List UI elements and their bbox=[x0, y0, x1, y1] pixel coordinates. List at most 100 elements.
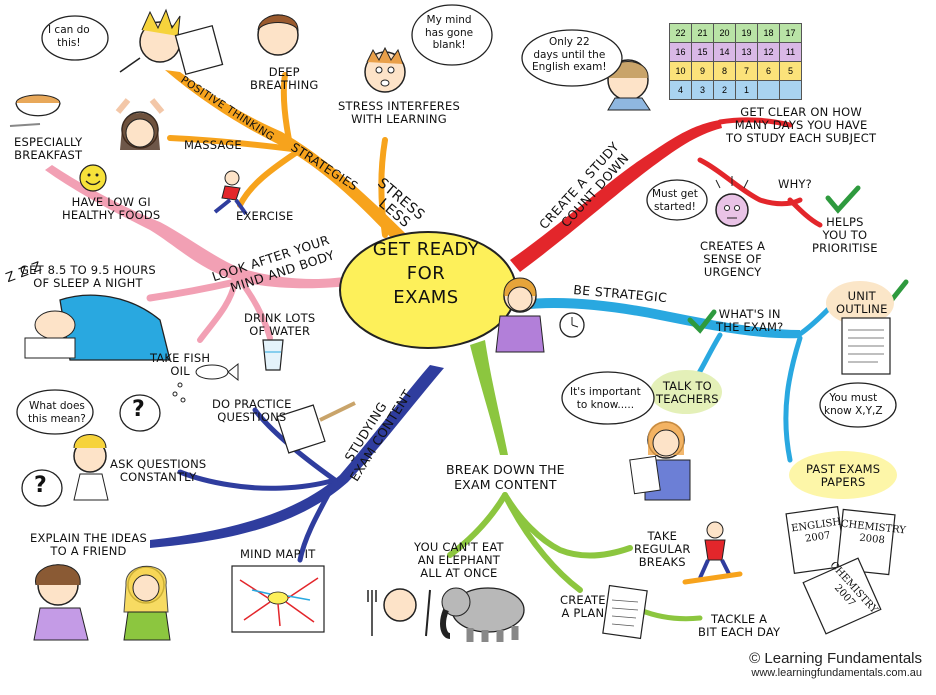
calendar-cell: 12 bbox=[757, 42, 780, 62]
calendar-cell: 19 bbox=[735, 23, 758, 43]
boy-confident-illustration bbox=[119, 8, 224, 76]
label-line: DRINK LOTS bbox=[244, 311, 316, 325]
check-icon bbox=[687, 309, 717, 334]
bubble-line: Must get bbox=[652, 188, 698, 200]
center-line-1: GET READY bbox=[372, 239, 480, 260]
credit-url: www.learningfundamentals.com.au bbox=[751, 667, 922, 679]
calendar-cell: 15 bbox=[691, 42, 714, 62]
why-label: WHY? bbox=[778, 177, 812, 191]
bubble-line: this! bbox=[57, 36, 81, 49]
bubble-line: started! bbox=[654, 200, 696, 213]
branch-studying bbox=[150, 365, 444, 548]
bubble-can-do bbox=[41, 15, 109, 61]
title-line: BREAK DOWN THE bbox=[446, 462, 565, 477]
label-line: ESPECIALLY bbox=[14, 135, 83, 149]
calendar-cell: 22 bbox=[669, 23, 692, 43]
bubble-line: I can do bbox=[48, 24, 90, 36]
center-title: GET READY FOR EXAMS bbox=[347, 238, 505, 310]
branch-countdown bbox=[510, 120, 722, 272]
label-line: OF SLEEP A NIGHT bbox=[33, 276, 143, 290]
calendar-cell: 20 bbox=[713, 23, 736, 43]
label-line: AN ELEPHANT bbox=[417, 553, 501, 567]
calendar-cell: 14 bbox=[713, 42, 736, 62]
calendar-cell: 11 bbox=[779, 42, 802, 62]
calendar-cell: 7 bbox=[735, 61, 758, 81]
bubble-line: My mind bbox=[426, 14, 472, 26]
label-line: REGULAR bbox=[634, 542, 691, 556]
boy-fork-knife-illustration bbox=[367, 588, 431, 637]
calendar-cell: 16 bbox=[669, 42, 692, 62]
question-mark-2: ? bbox=[34, 473, 47, 498]
bubble-line: to know..... bbox=[576, 398, 635, 411]
label-line: CONSTANTLY bbox=[119, 470, 197, 484]
label-line: PRIORITISE bbox=[812, 241, 878, 255]
bubble-know bbox=[819, 382, 897, 428]
calendar-cell: 1 bbox=[735, 80, 758, 100]
label-line: OIL bbox=[170, 364, 190, 378]
label-line: TACKLE A bbox=[711, 612, 768, 626]
bubble-days bbox=[521, 29, 623, 87]
bubble-question-1 bbox=[119, 394, 161, 432]
bubble-line: Only 22 bbox=[548, 36, 590, 48]
massage-illustration bbox=[115, 98, 165, 150]
exercise-label: EXERCISE bbox=[236, 209, 294, 223]
label-line: ALL AT ONCE bbox=[420, 566, 498, 580]
branch-strategic bbox=[520, 298, 800, 339]
plan-paper bbox=[602, 584, 648, 640]
bubble-line: know X,Y,Z bbox=[824, 404, 883, 417]
bubble-line: has gone bbox=[425, 26, 474, 39]
branch-look-after bbox=[45, 165, 355, 289]
label-line: YOU CAN'T EAT bbox=[414, 540, 504, 554]
label-line: TAKE bbox=[647, 529, 678, 543]
calendar-cell: 21 bbox=[691, 23, 714, 43]
title-line: EXAM CONTENT bbox=[454, 477, 557, 492]
label-line: PAPERS bbox=[820, 475, 866, 489]
label-line: BREAKS bbox=[638, 555, 686, 569]
urgent-face-illustration bbox=[715, 176, 749, 227]
branch-break-down bbox=[470, 340, 508, 455]
label-line: HAVE LOW GI bbox=[71, 195, 151, 209]
credit-block: © Learning Fundamentals www.learningfund… bbox=[749, 650, 922, 679]
calendar-cell: 9 bbox=[691, 61, 714, 81]
label-line: MANY DAYS YOU HAVE bbox=[734, 118, 868, 132]
bubble-question-2 bbox=[21, 469, 63, 507]
label-line: TAKE FISH bbox=[150, 351, 211, 365]
calendar-cell: 18 bbox=[757, 23, 780, 43]
label-line: GET CLEAR ON HOW bbox=[740, 105, 862, 119]
label-line: TO STUDY EACH SUBJECT bbox=[726, 131, 877, 145]
bubble-important bbox=[561, 371, 655, 425]
calendar-cell: 6 bbox=[757, 61, 780, 81]
label-line: ASK QUESTIONS bbox=[110, 457, 207, 471]
calendar-cell: 4 bbox=[669, 80, 692, 100]
bubble-what-mean bbox=[16, 389, 94, 435]
girl-clock-illustration bbox=[495, 277, 585, 353]
bubble-line: You must bbox=[829, 392, 878, 404]
label-line: OUTLINE bbox=[836, 302, 888, 316]
label-line: URGENCY bbox=[703, 265, 762, 279]
